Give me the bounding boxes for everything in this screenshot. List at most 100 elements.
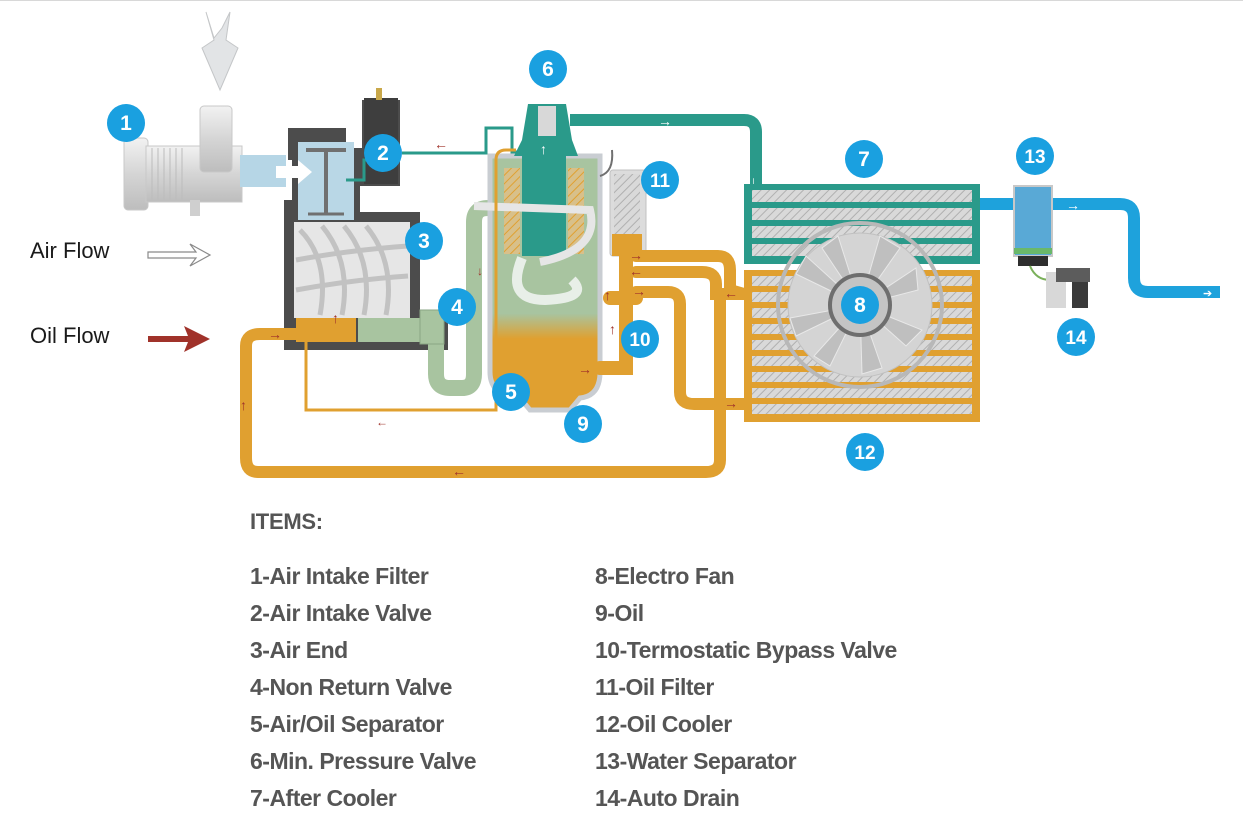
svg-text:→: →: [724, 395, 738, 411]
item-label: 13-Water Separator: [595, 748, 797, 774]
scavenge-line: [304, 148, 516, 412]
item-label: 8-Electro Fan: [595, 563, 735, 589]
svg-text:↑: ↑: [609, 321, 616, 337]
badge-circle: [621, 320, 659, 358]
item-label: 11-Oil Filter: [595, 674, 714, 700]
badge-number: 14: [1065, 328, 1087, 349]
badge-circle: [1016, 137, 1054, 175]
air-arrow-icon: →: [1066, 197, 1080, 213]
badge-circle: [405, 222, 443, 260]
oil-flow-arrows: →←→ ←→→ ↑↑ ←↑→ ↑: [240, 247, 738, 479]
air-arrow-icon: ←: [434, 136, 448, 152]
items-list-right: 8-Electro Fan 9-Oil 10-Termostatic Bypas…: [595, 562, 897, 821]
badge-9: 9: [564, 405, 602, 443]
svg-text:←: ←: [724, 285, 738, 301]
badge-5: 5: [492, 373, 530, 411]
badge-number: 10: [629, 330, 650, 351]
badge-circle: [845, 140, 883, 178]
air-outlet-icon: ➔: [1203, 288, 1212, 300]
air-intake-filter: [123, 105, 286, 216]
item-label: 12-Oil Cooler: [595, 711, 732, 737]
badge-number: 12: [854, 443, 875, 464]
badge-circle: [492, 373, 530, 411]
outlet-pipe: [980, 198, 1220, 298]
item-label: 7-After Cooler: [250, 785, 397, 811]
badge-1: 1: [107, 104, 145, 142]
badge-circle: [438, 288, 476, 326]
svg-text:→: →: [268, 326, 282, 342]
badge-10: 10: [621, 320, 659, 358]
badge-number: 4: [451, 296, 463, 319]
item-label: 5-Air/Oil Separator: [250, 711, 444, 737]
badge-6: 6: [529, 50, 567, 88]
badge-number: 9: [577, 413, 589, 436]
badge-number: 8: [854, 294, 866, 317]
badge-circle: [1057, 318, 1095, 356]
items-title: ITEMS:: [250, 509, 323, 534]
svg-text:→: →: [578, 361, 592, 377]
badge-2: 2: [364, 134, 402, 172]
air-end-housing: [276, 100, 448, 350]
item-label: 14-Auto Drain: [595, 785, 740, 811]
svg-text:→: →: [632, 283, 646, 299]
badge-14: 14: [1057, 318, 1095, 356]
badge-4: 4: [438, 288, 476, 326]
air-intake-arrow-icon: [201, 11, 239, 92]
badge-number: 7: [858, 148, 870, 171]
badge-circle: [107, 104, 145, 142]
air-arrow-icon: ↓: [750, 173, 757, 189]
auto-drain: [1046, 268, 1090, 308]
badge-8: 8: [841, 286, 879, 324]
svg-text:←: ←: [452, 463, 466, 479]
item-label: 10-Termostatic Bypass Valve: [595, 637, 897, 663]
badge-3: 3: [405, 222, 443, 260]
oil-filter: [609, 169, 647, 257]
compressor-diagram: ← ↑ ← ↓ ↑ → ↓ →←→: [107, 11, 1220, 479]
badge-circle: [641, 161, 679, 199]
air-pipe: [570, 114, 762, 188]
badge-circle: [846, 433, 884, 471]
svg-text:↑: ↑: [604, 287, 611, 303]
item-label: 1-Air Intake Filter: [250, 563, 429, 589]
badge-7: 7: [845, 140, 883, 178]
item-label: 6-Min. Pressure Valve: [250, 748, 477, 774]
badge-circle: [529, 50, 567, 88]
badge-12: 12: [846, 433, 884, 471]
control-line: [402, 126, 532, 155]
oil-flow-arrow-icon: [148, 326, 210, 352]
oil-circuit: [240, 247, 750, 478]
svg-text:↑: ↑: [540, 141, 547, 157]
top-border: [0, 0, 1243, 1]
badge-11: 11: [641, 161, 679, 199]
badge-number: 13: [1024, 147, 1045, 168]
oil-flow-label: Oil Flow: [30, 323, 110, 348]
item-label: 2-Air Intake Valve: [250, 600, 432, 626]
oil-arrow-icon: ↓: [477, 264, 483, 278]
badge-number: 11: [650, 171, 671, 192]
discharge-pipe: [419, 200, 600, 396]
water-separator: [1013, 185, 1053, 281]
air-flow-arrow-icon: [147, 243, 212, 267]
air-oil-separator: [473, 150, 603, 413]
badge-number: 5: [505, 381, 517, 404]
badge-13: 13: [1016, 137, 1054, 175]
air-flow-label: Air Flow: [30, 238, 110, 263]
badge-circle: [564, 405, 602, 443]
badge-circle: [841, 286, 879, 324]
min-pressure-valve: ↑: [514, 104, 578, 157]
air-arrow-icon: →: [658, 113, 672, 129]
items-list-left: 1-Air Intake Filter 2-Air Intake Valve 3…: [250, 562, 477, 821]
svg-text:→: →: [629, 247, 643, 263]
svg-text:←: ←: [629, 263, 643, 279]
badge-number: 2: [377, 142, 389, 165]
item-label: 9-Oil: [595, 600, 644, 626]
badge-number: 3: [418, 230, 430, 253]
item-label: 3-Air End: [250, 637, 348, 663]
badge-number: 1: [120, 112, 132, 135]
badge-circle: [364, 134, 402, 172]
badge-number: 6: [542, 58, 554, 81]
air-up-arrow-icon: ↑: [457, 243, 465, 260]
oil-arrow-icon: ←: [376, 415, 388, 429]
svg-text:↑: ↑: [332, 310, 339, 326]
